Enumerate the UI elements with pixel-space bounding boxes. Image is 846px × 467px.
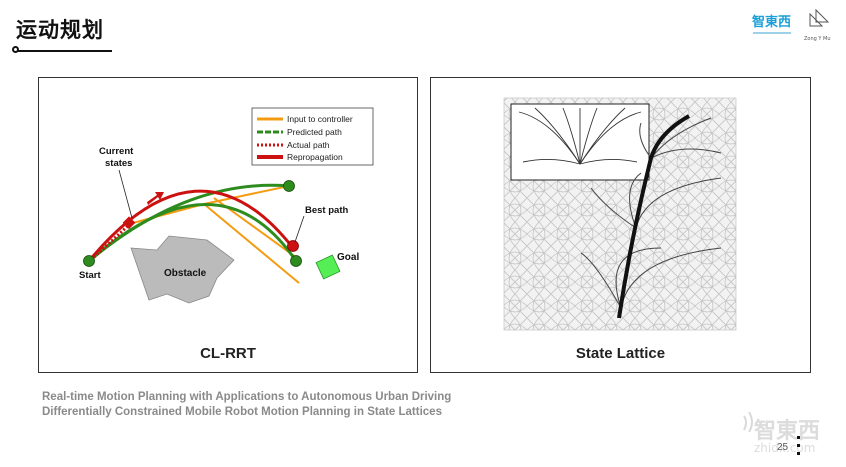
motion-tree-branches (580, 117, 722, 309)
reference-list: Real-time Motion Planning with Applicati… (42, 390, 451, 420)
cl-rrt-diagram: Input to controller Predicted path Actua… (79, 107, 374, 304)
current-states-label-2: states (105, 158, 132, 169)
zongmu-logo-icon (809, 8, 830, 27)
legend-label-predicted: Predicted path (287, 127, 342, 137)
goal-marker (315, 254, 341, 280)
slide-title: 运动规划 (16, 18, 104, 42)
brand-logo-underline (753, 32, 791, 34)
signal-waves-icon (743, 412, 753, 433)
brand-logo-text: 智東西 (752, 14, 791, 30)
current-states-pointer (118, 169, 133, 219)
start-node (83, 255, 95, 267)
end-node-lower (290, 255, 302, 267)
selected-trajectory (617, 114, 690, 319)
page-number: 25 (777, 442, 789, 453)
obstacle-shape (130, 235, 235, 304)
brand-logo-bottom-sub: zhidx.com (754, 441, 815, 454)
repropagation-path (87, 189, 295, 262)
primitive-curves (518, 107, 642, 165)
brand-logo-bottom-text: 智東西 (754, 418, 820, 444)
actual-path (89, 221, 133, 262)
title-underline (14, 50, 112, 52)
brand-logo-top: 智東西 Zong Y Mu (752, 8, 831, 42)
reference-2: Differentially Constrained Mobile Robot … (42, 406, 442, 418)
legend-label-repropagation: Repropagation (287, 152, 343, 162)
reference-1: Real-time Motion Planning with Applicati… (42, 391, 452, 403)
obstacle-label: Obstacle (164, 268, 207, 279)
current-states-label: Current (99, 146, 134, 157)
start-label: Start (79, 270, 101, 281)
brand-logo-bottom: 智東西 zhidx.com (743, 412, 820, 454)
state-lattice-caption: State Lattice (575, 345, 666, 362)
cl-rrt-caption: CL-RRT (200, 345, 256, 362)
best-path-label: Best path (305, 205, 348, 216)
zongmu-logo-text: Zong Y Mu (804, 36, 831, 42)
title-bullet-dot (12, 46, 19, 53)
legend-label-actual: Actual path (287, 140, 330, 150)
state-lattice-diagram (503, 97, 737, 331)
vertical-dots-icon (797, 436, 800, 455)
end-node-upper (283, 180, 295, 192)
best-path-pointer (294, 215, 305, 243)
heading-arrow-icon (147, 192, 164, 205)
cl-rrt-panel: Input to controller Predicted path Actua… (38, 77, 418, 373)
state-lattice-panel: State Lattice (430, 77, 811, 373)
legend-label-input: Input to controller (287, 114, 353, 124)
goal-label: Goal (337, 252, 359, 263)
predicted-path-lower (88, 203, 298, 263)
best-path-node (287, 240, 299, 252)
input-line-lower (203, 203, 300, 284)
current-state-marker (122, 216, 136, 230)
